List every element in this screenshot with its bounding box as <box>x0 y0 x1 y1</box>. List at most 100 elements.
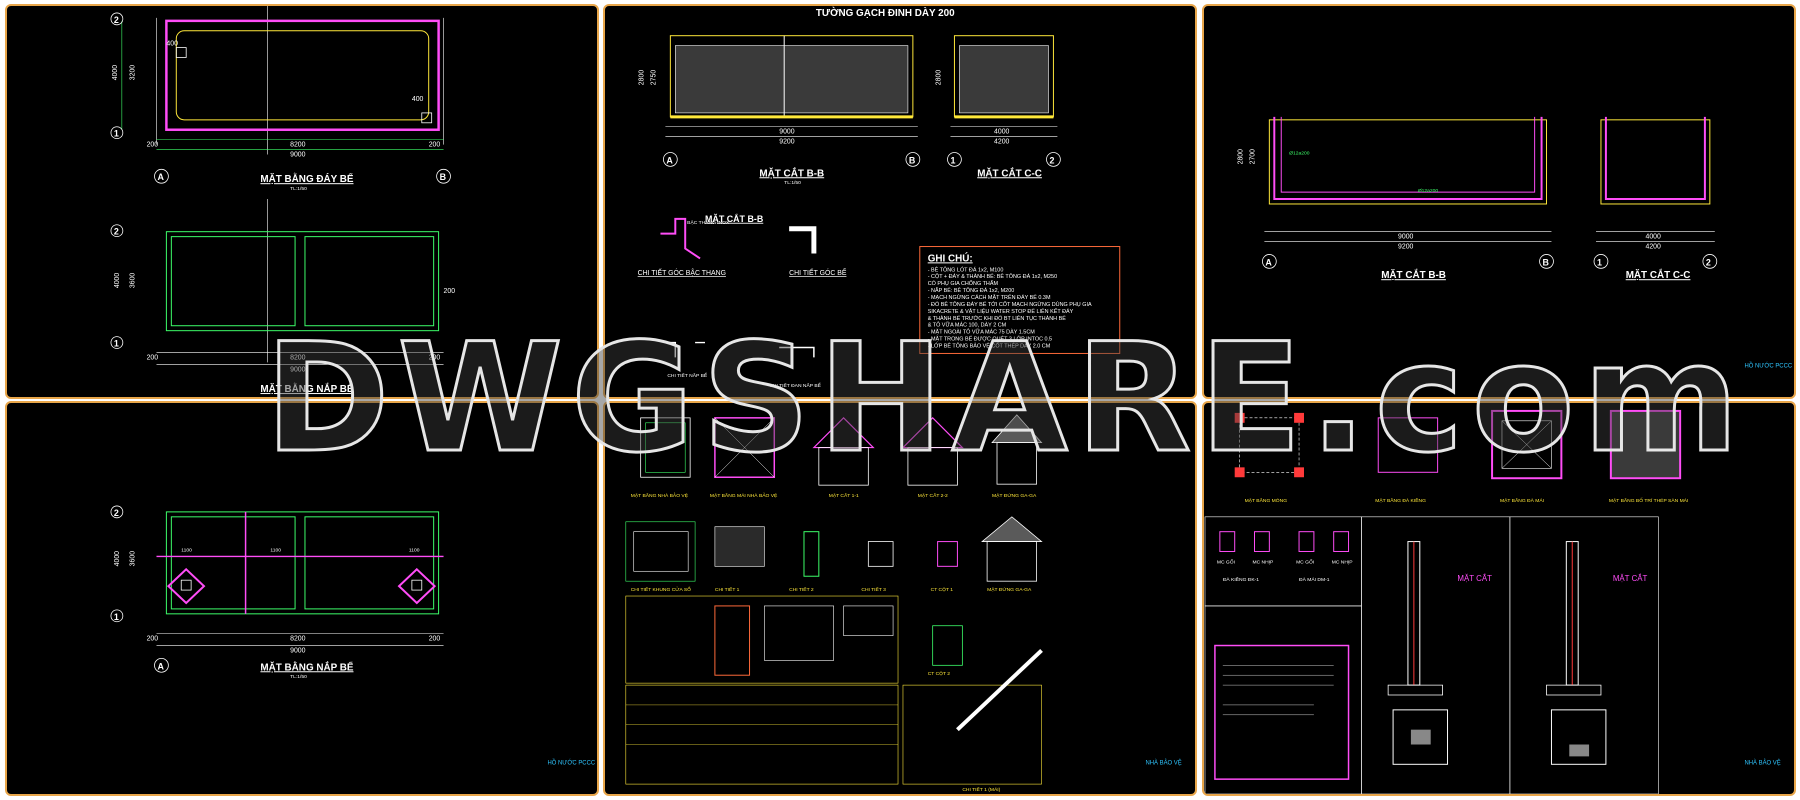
drawing-title: MẶT BẰNG NẮP BỂ <box>260 383 353 395</box>
axis-label: 1 <box>1597 257 1602 267</box>
sheet-guardhouse-arch[interactable]: MẶT BẰNG NHÀ BẢO VỆ MẶT BẰNG MÁI NHÀ BẢO… <box>603 401 1197 796</box>
rebar-section-drawing: 9000 9200 2800 2700 Ø12a200 Ø12a200 A B … <box>1238 116 1793 369</box>
axis-label: 1 <box>114 612 119 622</box>
drawing-title: MẶT BẰNG MÓNG <box>1245 496 1288 504</box>
dim: 2750 <box>651 70 658 86</box>
axis-label: 1 <box>114 129 119 139</box>
note-line: - ĐỔ BÊ TÔNG ĐÁY BỂ TỚI CỐT MẠCH NGỪNG D… <box>928 300 1092 308</box>
note-line: - BÊ TÔNG LÓT ĐÁ 1x2, M100 <box>928 265 1004 273</box>
dim: 4000 <box>114 273 121 289</box>
axis-label: B <box>1543 257 1550 267</box>
drawing-title: CHI TIẾT 2 <box>789 586 814 593</box>
axis-label: B <box>440 172 447 182</box>
axis-label: 2 <box>114 15 119 25</box>
dim: 3200 <box>130 65 137 81</box>
drawing-title: CHI TIẾT NẮP BỂ <box>667 371 707 379</box>
dim: 9000 <box>290 366 306 373</box>
note-line: - MẶT NGOÀI TÔ VỮA MÁC 75 DÀY 1.5CM <box>928 329 1036 336</box>
drawing-title: CT CỘT 1 <box>931 586 954 593</box>
sheet-rebar-sections[interactable]: 9000 9200 2800 2700 Ø12a200 Ø12a200 A B … <box>1202 4 1796 399</box>
drawing-title: MẶT CẮT B-B <box>705 214 764 224</box>
sheet-tank-sections[interactable]: TƯỜNG GẠCH ĐINH DÀY 200 9000 9200 2800 2… <box>603 4 1197 399</box>
tank-bottom-plan: 200 8200 200 9000 4000 3200 400 400 2 1 … <box>110 6 451 192</box>
sheet-name: NHÀ BẢO VỆ <box>1744 758 1780 766</box>
drawing-title: MẶT BẰNG BỐ TRÍ THÉP SÀN MÁI <box>1609 496 1688 504</box>
beam-label: MC GỐI <box>1217 558 1235 565</box>
drawing-title: MẶT CẮT 1-1 <box>829 491 859 499</box>
dim: 2800 <box>1238 149 1245 165</box>
dim: 4000 <box>112 65 119 81</box>
dim: 4000 <box>1646 234 1662 241</box>
dim: 200 <box>429 636 441 643</box>
dim: 200 <box>429 142 441 149</box>
section-label: MẶT CẮT <box>1613 574 1648 583</box>
details: BẬC THANG INOX MẶT CẮT B-B CHI TIẾT GÓC … <box>638 214 847 389</box>
drawing-title: MẶT BẰNG MÁI NHÀ BẢO VỆ <box>710 491 778 499</box>
drawing-title: ĐÀ KIỀNG ĐK-1 <box>1223 576 1259 583</box>
dim: 200 <box>429 354 441 361</box>
drawing-title: MẶT CẮT B-B <box>759 168 824 179</box>
drawing-scale: TL:1/50 <box>290 186 307 192</box>
drawing-title: CHI TIẾT KHUNG CỬA SỔ <box>631 586 691 593</box>
beam-label: MC NHỊP <box>1253 559 1275 565</box>
axis-label: 2 <box>114 508 119 518</box>
dim: 8200 <box>290 636 306 643</box>
beam-label: MC GỐI <box>1296 558 1314 565</box>
axis-label: 1 <box>114 339 119 349</box>
drawing-title: MẶT CẮT 2-2 <box>918 491 948 499</box>
dim: 200 <box>147 636 159 643</box>
notes-title: GHI CHÚ: <box>928 252 973 264</box>
dim: 9200 <box>1398 244 1414 251</box>
dim: 4200 <box>1646 244 1662 251</box>
drawing-title: CHI TIẾT 1 <box>715 586 740 593</box>
drawing-scale: TL:1/50 <box>290 674 307 680</box>
tank-section-drawing: TƯỜNG GẠCH ĐINH DÀY 200 9000 9200 2800 2… <box>638 7 1121 389</box>
axis-label: A <box>157 172 164 182</box>
wall-label: TƯỜNG GẠCH ĐINH DÀY 200 <box>816 7 955 19</box>
dim: 2700 <box>1250 149 1257 165</box>
sheet-tank-plans[interactable]: 200 8200 200 9000 4000 3200 400 400 2 1 … <box>5 4 599 399</box>
drawing-title: CT CỘT 2 <box>928 670 951 677</box>
dim: 1100 <box>270 547 281 553</box>
drawing-title: MẶT BẰNG ĐÀ MÁI <box>1500 496 1544 504</box>
dim: 200 <box>147 142 159 149</box>
sheet-cover-plan[interactable]: 1100 1100 1100 200 8200 200 9000 4000 36… <box>5 401 599 796</box>
note-line: - NẮP BỂ: BÊ TÔNG ĐÁ 1x2, M200 <box>928 286 1015 294</box>
note-line: - LỚP BÊ TÔNG BẢO VỆ CỐT THÉP DÀY 2.0 CM <box>928 342 1051 350</box>
sheet-name: NHÀ BẢO VỆ <box>1145 758 1181 766</box>
axis-label: A <box>666 155 673 165</box>
tank-plan-drawing: 200 8200 200 9000 4000 3200 400 400 2 1 … <box>110 6 455 395</box>
cover-plan-drawing: 1100 1100 1100 200 8200 200 9000 4000 36… <box>110 505 596 766</box>
axis-label: 2 <box>1049 155 1054 165</box>
drawing-title: ĐÀ MÁI DM-1 <box>1299 576 1330 583</box>
drawing-title: MẶT CẮT B-B <box>1381 270 1446 281</box>
drawing-title: MẶT BẰNG NẮP BỂ <box>260 661 353 673</box>
axis-label: 1 <box>950 155 955 165</box>
axis-label: 2 <box>114 227 119 237</box>
axis-label: 2 <box>1706 257 1711 267</box>
rebar-label: Ø12a200 <box>1418 188 1439 194</box>
drawing-title: CHI TIẾT 1 (MÁI) <box>962 786 1000 793</box>
sheet-name: HỒ NƯỚC PCCC <box>1744 362 1792 369</box>
guardhouse-struct-drawing: MẶT BẰNG MÓNG MẶT BẰNG ĐÀ KIỀNG MẶT BẰNG… <box>1204 409 1781 794</box>
axis-label: B <box>909 155 916 165</box>
note-line: & TÔ VỮA MÁC 100, DÀY 2 CM <box>928 322 1007 329</box>
drawing-title: MẶT BẰNG ĐÁY BỂ <box>260 173 353 185</box>
section-cc: 4000 4200 2800 1 2 MẶT CẮT C-C <box>936 35 1061 179</box>
note-line: - MẠCH NGỪNG CÁCH MẶT TRÊN ĐÁY BỂ 0.3M <box>928 293 1051 301</box>
drawing-title: MẶT CẮT C-C <box>1626 270 1691 281</box>
note-line: - MẶT TRONG BỂ ĐƯỢC QUÉT 3 LỚP INTOC 0.5 <box>928 336 1052 343</box>
sheet-guardhouse-struct[interactable]: MẶT BẰNG MÓNG MẶT BẰNG ĐÀ KIỀNG MẶT BẰNG… <box>1202 401 1796 796</box>
dim: 3600 <box>130 551 137 567</box>
rebar-section-cc: 4000 4200 1 2 MẶT CẮT C-C <box>1593 116 1718 281</box>
dim: 9000 <box>779 129 795 136</box>
dim: 9000 <box>1398 234 1414 241</box>
dim: 9000 <box>290 151 306 158</box>
dim: 8200 <box>290 354 306 361</box>
section-label: MẶT CẮT <box>1457 574 1492 583</box>
notes-box: GHI CHÚ: - BÊ TÔNG LÓT ĐÁ 1x2, M100 - CỘ… <box>919 246 1121 354</box>
axis-label: A <box>157 661 164 671</box>
note-line: CÓ PHỤ GIA CHỐNG THẤM <box>928 280 999 287</box>
drawing-title: MẶT CẮT C-C <box>977 168 1042 179</box>
rebar-section-bb: 9000 9200 2800 2700 Ø12a200 Ø12a200 A B … <box>1238 116 1554 281</box>
